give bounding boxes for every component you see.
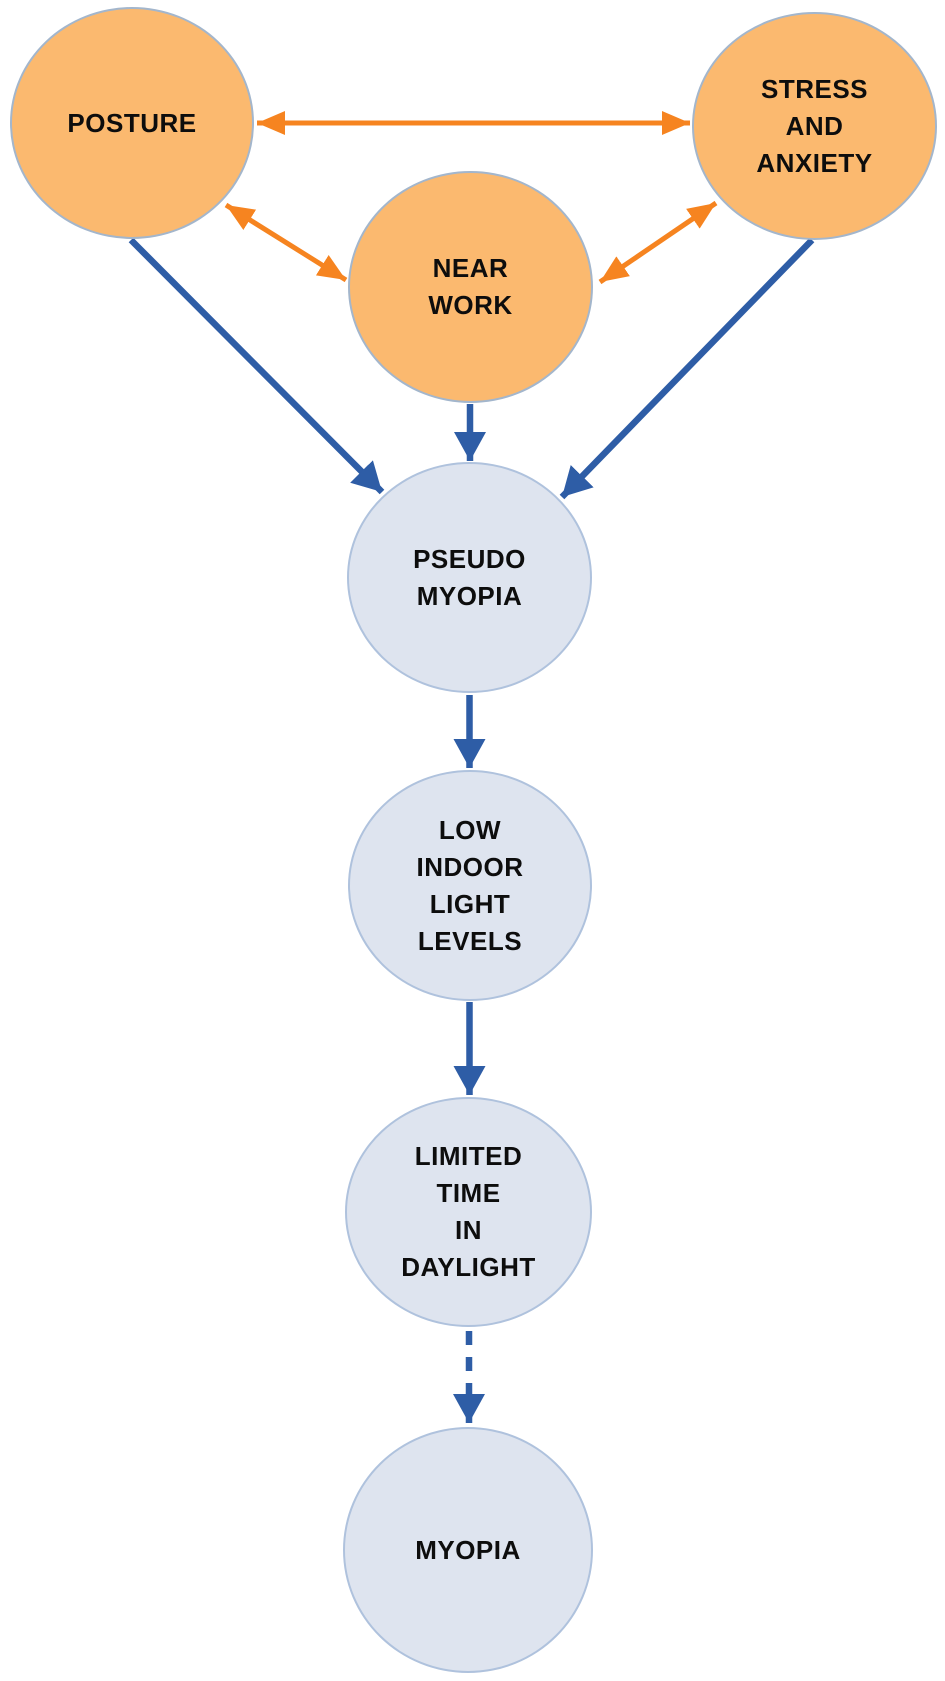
edge-posture-pseudomyopia xyxy=(128,237,385,495)
node-near-work: NEAR WORK xyxy=(348,171,593,403)
node-limited-time-in-daylight-label: LIMITED TIME IN DAYLIGHT xyxy=(401,1141,536,1282)
node-pseudo-myopia-label: PSEUDO MYOPIA xyxy=(413,543,526,611)
node-myopia: MYOPIA xyxy=(343,1427,593,1673)
node-posture-label: POSTURE xyxy=(67,107,197,138)
node-posture: POSTURE xyxy=(10,7,254,239)
node-low-indoor-light-levels-label: LOW INDOOR LIGHT LEVELS xyxy=(416,814,524,956)
node-low-indoor-light-levels: LOW INDOOR LIGHT LEVELS xyxy=(348,770,592,1001)
node-limited-time-in-daylight: LIMITED TIME IN DAYLIGHT xyxy=(345,1097,592,1327)
node-stress-and-anxiety-label: STRESS AND ANXIETY xyxy=(756,73,873,178)
node-myopia-label: MYOPIA xyxy=(415,1534,521,1565)
edge-posture-nearwork xyxy=(224,202,348,283)
node-pseudo-myopia: PSEUDO MYOPIA xyxy=(347,462,592,693)
edge-nearwork-stress xyxy=(598,200,718,285)
node-near-work-label: NEAR WORK xyxy=(428,253,513,320)
edge-stress-pseudomyopia xyxy=(559,237,815,500)
node-stress-and-anxiety: STRESS AND ANXIETY xyxy=(692,12,937,240)
